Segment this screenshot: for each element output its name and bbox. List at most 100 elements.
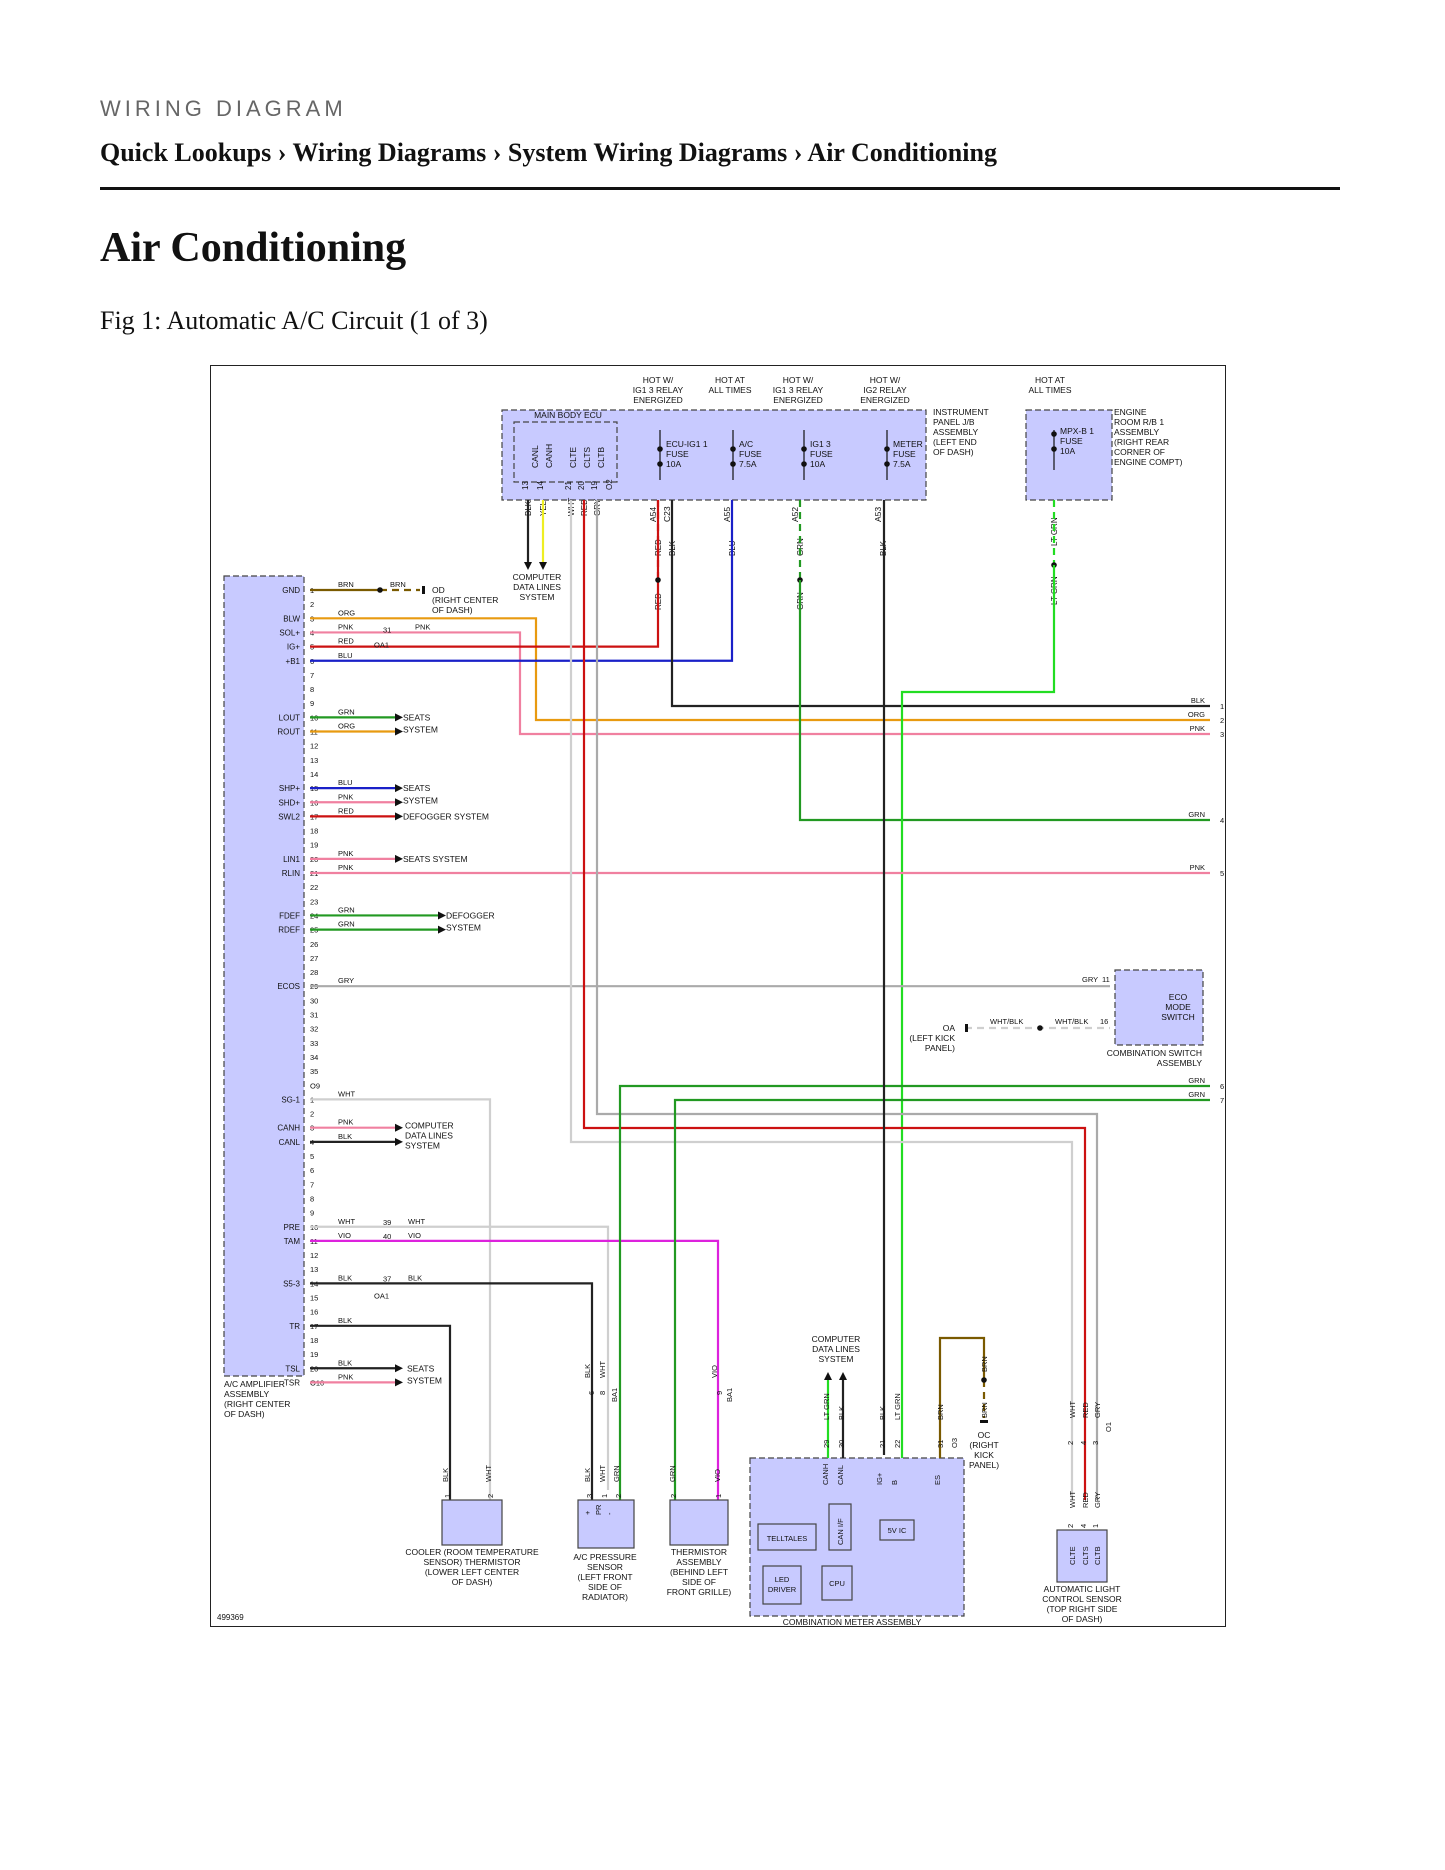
- amp-pin-number: 8: [310, 1194, 314, 1203]
- wire-color-label: BRN: [338, 580, 354, 589]
- splice-dot: [655, 577, 661, 583]
- meter-block-label: CAN I/F: [836, 1518, 845, 1545]
- wire-color-label: WHT: [1068, 1401, 1077, 1418]
- wire-color-label: LT GRN: [822, 1393, 831, 1420]
- jb-assembly-label: INSTRUMENT: [933, 407, 989, 417]
- amp-pin-label: BLW: [283, 614, 300, 623]
- power-source-label: HOT W/: [643, 375, 674, 385]
- eco-ground-label: OA: [943, 1023, 956, 1033]
- component-label: SENSOR) THERMISTOR: [424, 1557, 521, 1567]
- rb-assembly-label: ASSEMBLY: [1114, 427, 1160, 437]
- connector-pin: 39: [383, 1218, 391, 1227]
- power-source-label: HOT AT: [1035, 375, 1065, 385]
- sensor-pin-label: PR: [594, 1504, 603, 1515]
- wire-color-label: PNK: [338, 1372, 353, 1381]
- terminal-number: 16: [1100, 1017, 1108, 1026]
- ac-amplifier-label: (RIGHT CENTER: [224, 1399, 290, 1409]
- terminal-number: 6: [1220, 1082, 1224, 1091]
- wire-igp: [310, 500, 660, 648]
- wire-color-label: WHT: [338, 1089, 355, 1098]
- ac-amplifier-box: [223, 575, 305, 1377]
- fuse-label: 10A: [1060, 446, 1075, 456]
- wire-color-label: BLK: [441, 1468, 450, 1482]
- amp-pin-number: 31: [310, 1011, 318, 1020]
- amp-pin-number: 35: [310, 1067, 318, 1076]
- amp-pin-label: TSL: [285, 1364, 300, 1373]
- connector-pin: 40: [383, 1232, 391, 1241]
- combination-switch-label: ASSEMBLY: [1157, 1058, 1203, 1068]
- breadcrumb-item[interactable]: System Wiring Diagrams: [507, 138, 788, 167]
- amp-pin-label: IG+: [287, 643, 300, 652]
- amp-pin-label: SG-1: [281, 1095, 300, 1104]
- component-label: ASSEMBLY: [676, 1557, 722, 1567]
- fuse-label: FUSE: [1060, 436, 1083, 446]
- arrow: [438, 925, 446, 934]
- breadcrumb-item[interactable]: Wiring Diagrams: [292, 138, 487, 167]
- arrow: [395, 812, 403, 821]
- amp-pin-label: FDEF: [279, 911, 300, 920]
- amp-pin-number: O9: [310, 1081, 320, 1090]
- wire-color-label: RED: [338, 806, 354, 815]
- component-label: (TOP RIGHT SIDE: [1047, 1604, 1118, 1614]
- wire-color-label: ORG: [338, 722, 355, 731]
- amp-pin-number: 30: [310, 996, 318, 1005]
- meter-pin-label: CANH: [821, 1464, 830, 1485]
- arrow: [839, 1372, 847, 1380]
- ground-symbol: [965, 1024, 968, 1032]
- arrow: [395, 798, 403, 807]
- wire-color-label: WHT: [598, 1465, 607, 1482]
- wire-color-label: ORG: [1188, 710, 1205, 719]
- rb-assembly-label: ROOM R/B 1: [1114, 417, 1164, 427]
- figure-caption: Fig 1: Automatic A/C Circuit (1 of 3): [100, 306, 488, 335]
- arrow: [395, 1364, 403, 1373]
- ecu-pin-number: 19: [590, 481, 599, 490]
- dest-label: SEATS: [407, 1363, 435, 1373]
- amp-pin-label: RDEF: [278, 926, 300, 935]
- breadcrumb-item[interactable]: Quick Lookups: [100, 138, 272, 167]
- main-body-ecu-label: MAIN BODY ECU: [534, 410, 602, 420]
- amp-pin-number: 2: [310, 1110, 314, 1119]
- splice-dot: [730, 461, 736, 467]
- fuse-label: MPX-B 1: [1060, 426, 1094, 436]
- meter-internal-block: [821, 1565, 853, 1601]
- power-source-label: HOT W/: [783, 375, 814, 385]
- wire-color-label: WHT: [1068, 1491, 1077, 1508]
- oc-ground-label: OC: [978, 1430, 991, 1440]
- splice-dot: [981, 1377, 987, 1383]
- connector-pin: 2: [669, 1494, 678, 1498]
- wire-clte: [569, 500, 1074, 1500]
- meter-pin-label: CANL: [836, 1465, 845, 1485]
- wire-tam: [310, 1239, 720, 1500]
- wire-color-label: BLK: [338, 1358, 352, 1367]
- meter-pin-label: ES: [933, 1475, 942, 1485]
- main-body-ecu-box: [513, 421, 618, 483]
- ecu-pin-number: 14: [536, 481, 545, 490]
- light-sensor-pin-label: CLTB: [1093, 1546, 1102, 1565]
- wire-color-label: BRN: [390, 580, 406, 589]
- wire-color-label: GRN: [1188, 810, 1205, 819]
- wire-color-label: GRN: [1188, 1076, 1205, 1085]
- wire-color-label: 9: [715, 1391, 724, 1395]
- amp-pin-label: CANL: [279, 1138, 301, 1147]
- wire-clts: [582, 500, 1087, 1500]
- rb-assembly-label: ENGINE COMPT): [1114, 457, 1183, 467]
- amp-pin-label: CANH: [277, 1124, 300, 1133]
- amp-pin-number: 16: [310, 1308, 318, 1317]
- data-lines-label: SYSTEM: [819, 1354, 854, 1364]
- wire-color-label: O1: [1104, 1422, 1113, 1432]
- connector-pin: 4: [1079, 1524, 1088, 1528]
- connector-id: A53: [873, 507, 883, 522]
- wire-blw: [310, 617, 1210, 722]
- component-label: COOLER (ROOM TEMPERATURE: [405, 1547, 539, 1557]
- terminal-number: 4: [1220, 816, 1224, 825]
- wire-color-label: BLK: [878, 1406, 887, 1420]
- amp-pin-number: 13: [310, 756, 318, 765]
- amp-pin-label: ECOS: [277, 982, 300, 991]
- light-sensor-box: [1056, 1529, 1108, 1583]
- rb-assembly-label: ENGINE: [1114, 407, 1147, 417]
- arrow: [395, 854, 403, 863]
- wire-color-label: BRN: [980, 1402, 989, 1418]
- wire-meter-es: [938, 1336, 986, 1458]
- terminal-number: 1: [1220, 702, 1224, 711]
- od-ground-label: OF DASH): [432, 605, 473, 615]
